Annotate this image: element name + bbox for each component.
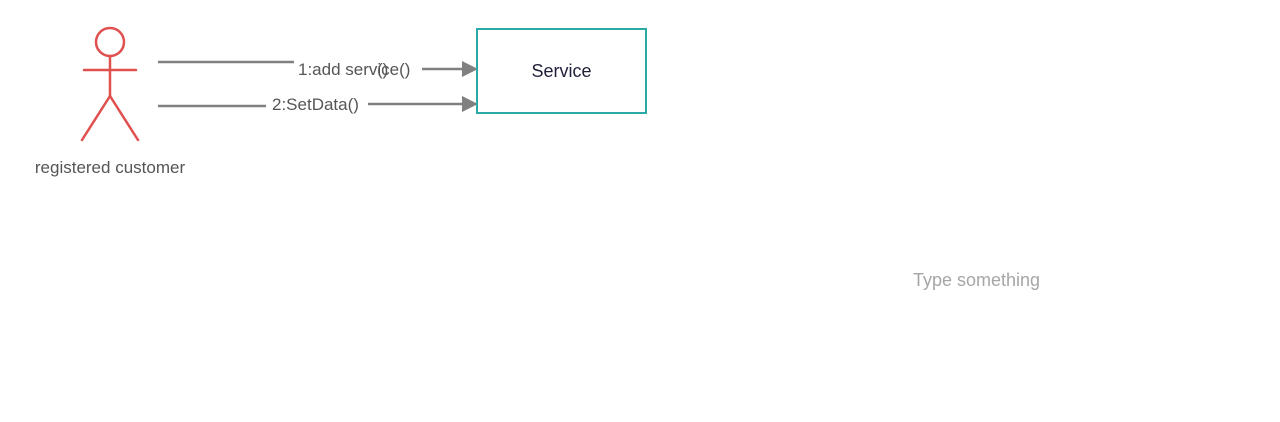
message-2-label[interactable]: 2:SetData() [272, 95, 359, 114]
message-1-arrowhead [462, 61, 478, 77]
message-2-arrowhead [462, 96, 478, 112]
message-1-connector[interactable] [158, 60, 478, 77]
actor-label[interactable]: registered customer [34, 158, 186, 177]
actor-head [94, 26, 126, 58]
message-2-connector[interactable] [158, 96, 478, 112]
service-node[interactable]: Service [476, 28, 647, 114]
message-1-overlap-fragment: () [377, 60, 389, 79]
text-placeholder[interactable]: Type something [913, 270, 1041, 290]
actor-right-leg [108, 94, 140, 142]
actor-figure[interactable] [80, 26, 140, 142]
actor-left-leg [80, 94, 112, 142]
service-node-label: Service [531, 60, 592, 81]
message-1-label[interactable]: 1:add service() [298, 60, 411, 79]
